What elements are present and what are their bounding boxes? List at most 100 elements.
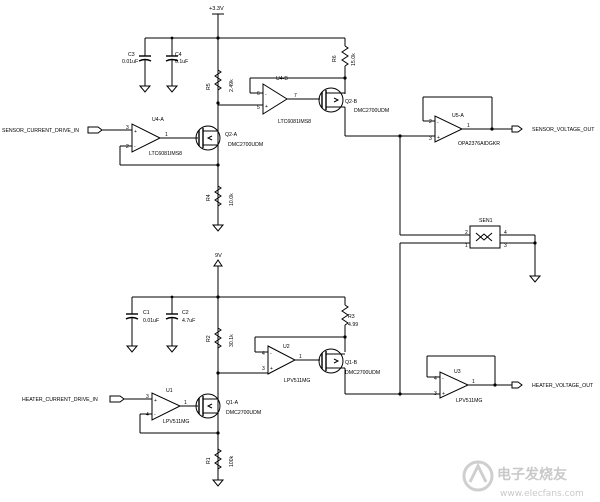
resistor-r1: R1 100k	[206, 448, 235, 487]
svg-text:1: 1	[467, 123, 470, 129]
opamp-u3: - + 4 3 1 U3 LPV511MG HEATER_VOLTAGE_OUT	[426, 355, 594, 404]
svg-text:2: 2	[429, 119, 432, 125]
opamp-u5a: - + 2 3 1 U5-A OPA2376AIDGKR SENSOR_VOLT…	[422, 96, 595, 147]
c4-value: 0.1uF	[175, 59, 188, 65]
svg-text:1: 1	[165, 132, 168, 138]
svg-text:4: 4	[146, 412, 149, 418]
svg-text:3: 3	[146, 394, 149, 400]
transistor-q1a: Q1-A DMC2700UDM	[195, 393, 261, 435]
c4-ref: C4	[175, 52, 182, 58]
u1-part: LPV511MG	[163, 419, 189, 425]
svg-text:7: 7	[294, 93, 297, 99]
r5-ref: R5	[206, 83, 212, 90]
r6-value: 15.0k	[351, 53, 357, 66]
svg-text:+: +	[134, 129, 137, 135]
u4a-part: LTC6081IMS8	[149, 151, 182, 157]
q1a-ref: Q1-A	[226, 400, 239, 406]
q2a-ref: Q2-A	[225, 132, 238, 138]
opamp-u4a: SENSOR_CURRENT_DRIVE_IN + - 3 2 1 U4-A L…	[2, 117, 218, 166]
supply-9v-label: 9V	[215, 253, 222, 259]
opamp-u1: HEATER_CURRENT_DRIVE_IN + - 3 4 1 U1 LPV…	[22, 388, 218, 434]
q2a-part: DMC2700UDM	[228, 142, 263, 148]
svg-text:-: -	[134, 144, 136, 150]
q1a-part: DMC2700UDM	[226, 410, 261, 416]
u5a-ref: U5-A	[452, 113, 464, 119]
svg-text:-: -	[442, 376, 444, 382]
svg-text:3: 3	[429, 136, 432, 142]
u1-ref: U1	[166, 388, 173, 394]
sensor-in-label: SENSOR_CURRENT_DRIVE_IN	[2, 128, 79, 134]
resistor-r6: R6 15.0k	[332, 38, 357, 94]
r4-ref: R4	[206, 194, 212, 201]
svg-text:+: +	[437, 135, 440, 141]
transistor-q2a: Q2-A DMC2700UDM	[195, 125, 263, 167]
u4b-ref: U4-B	[276, 76, 288, 82]
u3-part: LPV511MG	[456, 398, 482, 404]
u4b-part: LTC6081IMS8	[278, 119, 311, 125]
u3-ref: U3	[454, 369, 461, 375]
u4a-ref: U4-A	[152, 117, 164, 123]
c1-value: 0.01uF	[143, 318, 159, 324]
svg-text:1: 1	[465, 243, 468, 249]
watermark-title: 电子发烧友	[497, 466, 567, 483]
decoupling-caps-top: C3 0.01uF C4 0.1uF	[122, 36, 345, 93]
resistor-r5: R5 2.49k	[206, 69, 235, 105]
q2b-part: DMC2700UDM	[354, 108, 389, 114]
q1b-ref: Q1-B	[345, 360, 358, 366]
svg-text:2: 2	[465, 230, 468, 236]
resistor-r2: R2 30.1k	[206, 327, 235, 375]
r3-value: 4.99	[348, 322, 358, 328]
svg-text:1: 1	[472, 379, 475, 385]
c3-ref: C3	[128, 52, 135, 58]
r2-ref: R2	[206, 335, 212, 342]
r3-ref: R3	[348, 314, 355, 320]
decoupling-caps-bottom: C1 0.01uF C2 4.7uF	[125, 295, 345, 353]
q2b-ref: Q2-B	[345, 99, 358, 105]
watermark-url: www.elecfans.com	[500, 489, 584, 499]
svg-text:+: +	[442, 391, 445, 397]
svg-text:-: -	[437, 120, 439, 126]
sensor-out-label: SENSOR_VOLTAGE_OUT	[532, 127, 595, 133]
sensor-wiring	[345, 134, 470, 236]
transistor-q2b: Q2-B DMC2700UDM	[318, 87, 389, 136]
u2-ref: U2	[283, 344, 290, 350]
svg-text:5: 5	[257, 105, 260, 111]
u5a-part: OPA2376AIDGKR	[458, 141, 500, 147]
heater-in-label: HEATER_CURRENT_DRIVE_IN	[22, 397, 98, 403]
svg-text:-: -	[154, 412, 156, 418]
svg-text:+: +	[265, 104, 268, 110]
svg-text:2: 2	[126, 144, 129, 150]
svg-text:4: 4	[504, 230, 507, 236]
supply-3v3: +3.3V	[209, 6, 224, 225]
svg-text:4: 4	[262, 351, 265, 357]
c2-ref: C2	[182, 310, 189, 316]
resistor-r4: R4 10.0k	[206, 185, 235, 232]
supply-3v3-label: +3.3V	[209, 6, 224, 12]
supply-9v: 9V	[213, 253, 223, 480]
sensor-sen1: SEN1 2 4 1 3	[399, 218, 542, 380]
r1-ref: R1	[206, 457, 212, 464]
transistor-q1b: Q1-B DMC2700UDM	[318, 348, 380, 394]
c3-value: 0.01uF	[122, 59, 138, 65]
svg-text:3: 3	[262, 366, 265, 372]
sen1-ref: SEN1	[479, 218, 493, 224]
svg-text:6: 6	[257, 91, 260, 97]
c1-ref: C1	[143, 310, 150, 316]
heater-wiring	[345, 380, 440, 396]
svg-text:3: 3	[434, 391, 437, 397]
svg-text:+: +	[154, 398, 157, 404]
r6-ref: R6	[332, 55, 338, 62]
resistor-r3: R3 4.99	[341, 297, 358, 352]
svg-text:-: -	[265, 92, 267, 98]
svg-text:1: 1	[184, 400, 187, 406]
watermark: 电子发烧友 www.elecfans.com	[462, 460, 584, 499]
c2-value: 4.7uF	[182, 318, 195, 324]
svg-text:3: 3	[126, 125, 129, 131]
opamp-u2: - + 4 3 1 U2 LPV511MG	[218, 335, 347, 384]
svg-text:3: 3	[504, 243, 507, 249]
r1-value: 100k	[229, 455, 235, 467]
svg-text:+: +	[270, 366, 273, 372]
u2-part: LPV511MG	[284, 378, 310, 384]
r2-value: 30.1k	[229, 334, 235, 347]
